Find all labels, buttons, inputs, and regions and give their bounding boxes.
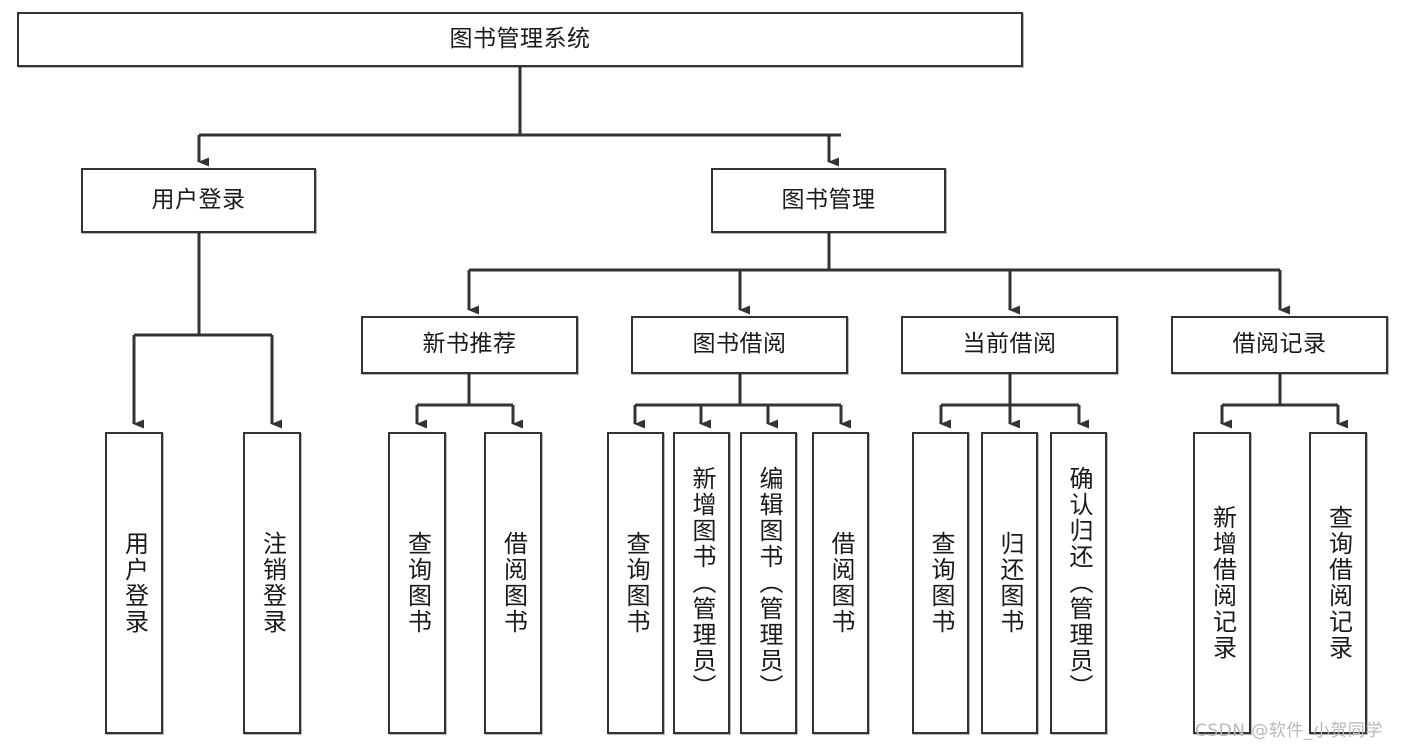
node-label: 新书推荐 xyxy=(422,331,517,358)
node-label: 图书借阅 xyxy=(692,331,787,358)
node-leaf-query-book-borrow[interactable]: 查询图书 xyxy=(607,432,664,734)
node-label: 查询图书 xyxy=(926,531,955,635)
node-leaf-confirm-return-admin[interactable]: 确认归还（管理员） xyxy=(1050,432,1107,734)
node-label: 当前借阅 xyxy=(962,331,1057,358)
node-label: 查询图书 xyxy=(403,531,432,635)
node-leaf-logout-login[interactable]: 注销登录 xyxy=(243,432,301,734)
csdn-watermark: CSDN @软件_小贺同学 xyxy=(1195,721,1383,741)
node-label: 用户登录 xyxy=(120,531,149,635)
node-leaf-add-borrow-record[interactable]: 新增借阅记录 xyxy=(1193,432,1251,734)
node-label: 图书管理系统 xyxy=(449,25,591,52)
node-leaf-query-book-recommend[interactable]: 查询图书 xyxy=(388,432,446,734)
node-label: 查询借阅记录 xyxy=(1324,505,1353,661)
node-leaf-edit-book-admin[interactable]: 编辑图书（管理员） xyxy=(740,432,797,734)
node-label: 新增图书（管理员） xyxy=(687,466,716,700)
node-leaf-add-book-admin[interactable]: 新增图书（管理员） xyxy=(673,432,730,734)
node-label: 用户登录 xyxy=(151,186,246,213)
node-label: 归还图书 xyxy=(995,531,1024,635)
node-label: 借阅记录 xyxy=(1232,331,1327,358)
node-leaf-query-book-current[interactable]: 查询图书 xyxy=(912,432,969,734)
node-label: 查询图书 xyxy=(621,531,650,635)
node-leaf-user-login[interactable]: 用户登录 xyxy=(105,432,163,734)
node-leaf-return-book[interactable]: 归还图书 xyxy=(981,432,1038,734)
node-book-management[interactable]: 图书管理 xyxy=(711,168,946,233)
node-leaf-borrow-book-recommend[interactable]: 借阅图书 xyxy=(484,432,542,734)
node-label: 注销登录 xyxy=(258,531,287,635)
node-root-book-management-system[interactable]: 图书管理系统 xyxy=(17,12,1023,67)
node-new-book-recommend[interactable]: 新书推荐 xyxy=(361,316,578,374)
node-label: 借阅图书 xyxy=(499,531,528,635)
node-label: 新增借阅记录 xyxy=(1208,505,1237,661)
node-label: 编辑图书（管理员） xyxy=(754,466,783,700)
node-book-borrow[interactable]: 图书借阅 xyxy=(631,316,848,374)
node-current-borrow[interactable]: 当前借阅 xyxy=(901,316,1118,374)
node-borrow-record[interactable]: 借阅记录 xyxy=(1171,316,1388,374)
node-label: 借阅图书 xyxy=(826,531,855,635)
node-leaf-query-borrow-record[interactable]: 查询借阅记录 xyxy=(1309,432,1367,734)
node-leaf-borrow-book[interactable]: 借阅图书 xyxy=(812,432,869,734)
node-label: 图书管理 xyxy=(781,186,876,213)
node-user-login[interactable]: 用户登录 xyxy=(81,168,316,233)
node-label: 确认归还（管理员） xyxy=(1064,466,1093,700)
